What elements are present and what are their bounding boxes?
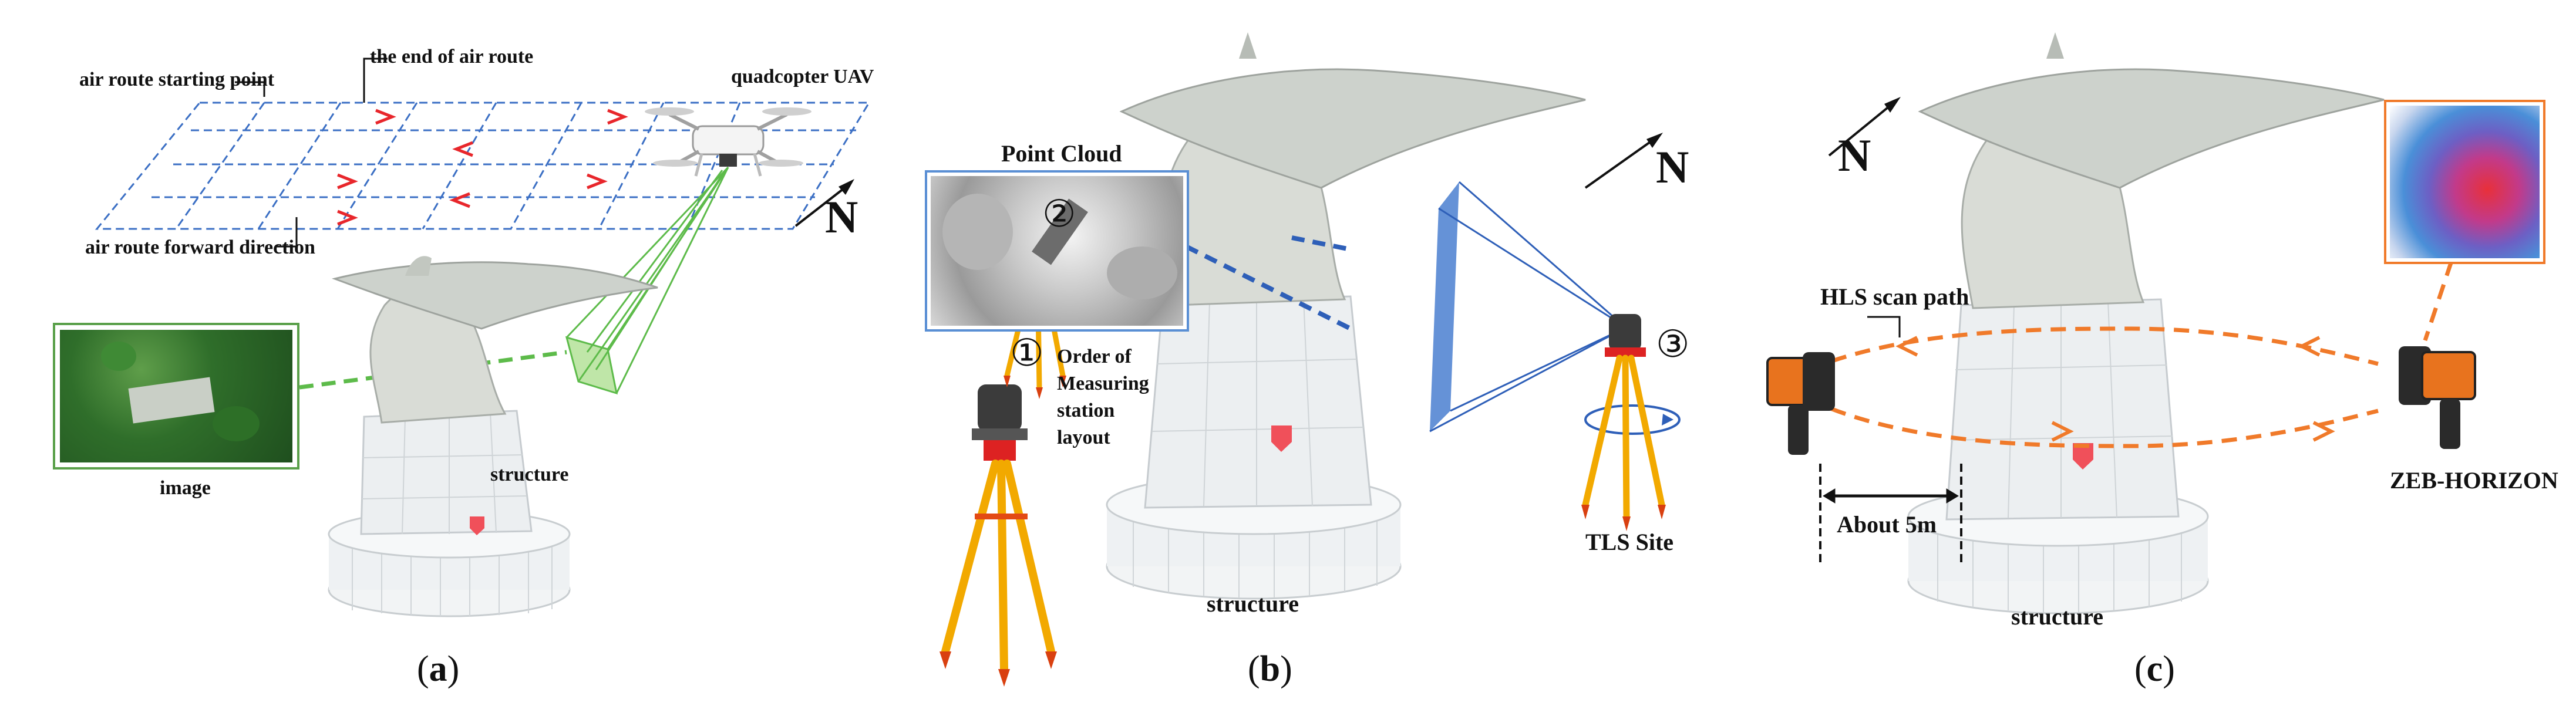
label-end-of-air-route: the end of air route <box>370 46 534 67</box>
label-about-5m: About 5m <box>1837 511 1937 538</box>
aerial-image-inset <box>53 323 299 470</box>
label-air-route-starting-point: air route starting point <box>79 69 275 90</box>
label-north-b: N <box>1656 141 1689 192</box>
label-structure-b: structure <box>1207 590 1299 617</box>
north-arrow-a <box>794 184 850 227</box>
label-zeb-horizon: ZEB-HORIZON <box>2390 467 2558 494</box>
structure-sculpture-c <box>1907 32 2385 614</box>
label-hls-scan-path: HLS scan path <box>1820 283 1969 310</box>
station-2-number: ② <box>1042 192 1076 236</box>
hls-path-arrows <box>1895 336 2335 442</box>
tls-station-3-tripod-icon <box>1581 314 1666 531</box>
leader-lines <box>235 58 388 248</box>
hls-scanner-right-icon <box>2399 346 2476 449</box>
zeb-point-cloud-inset <box>2384 100 2545 264</box>
panel-c-hls-survey: HLS scan path About 5m ZEB-HORIZON struc… <box>1715 0 2576 716</box>
station-1-number: ① <box>1010 332 1044 375</box>
north-arrow-c <box>1828 102 1895 157</box>
panel-a-drawing <box>95 58 871 617</box>
label-tls-site: TLS Site <box>1585 529 1674 555</box>
panel-a-uav-photogrammetry: air route starting point the end of air … <box>0 0 874 716</box>
station-3-number: ③ <box>1656 323 1690 366</box>
label-north-a: N <box>825 191 858 242</box>
label-order-of-measuring-station-layout: Order of Measuring station layout <box>1057 346 1149 448</box>
air-route-grid <box>95 102 871 230</box>
point-cloud-sight-line <box>1291 235 1351 252</box>
tls-scan-plane <box>1429 181 1681 435</box>
hls-scanner-left-icon <box>1766 352 1835 455</box>
distance-indicator <box>1819 464 1962 563</box>
label-quadcopter-uav: quadcopter UAV <box>731 66 874 87</box>
caption-b: (b) <box>1248 649 1292 689</box>
route-direction-arrows <box>337 109 628 226</box>
label-image: image <box>160 477 211 499</box>
structure-sculpture-a <box>328 256 658 617</box>
caption-a: (a) <box>417 649 460 689</box>
north-arrow-b <box>1584 137 1657 189</box>
label-structure-c: structure <box>2011 603 2103 630</box>
label-point-cloud: Point Cloud <box>1001 140 1122 167</box>
panel-b-tls-survey: Point Cloud Order of Measuring station l… <box>857 0 1715 716</box>
panel-c-drawing <box>1766 32 2476 614</box>
label-air-route-forward-direction: air route forward direction <box>85 237 315 258</box>
label-structure-a: structure <box>490 464 569 485</box>
station-sight-line <box>1185 244 1352 331</box>
tls-station-1-tripod-icon <box>940 384 1057 687</box>
label-north-c: N <box>1838 130 1871 181</box>
quadcopter-uav-icon <box>645 107 811 177</box>
uav-camera-view <box>565 166 729 395</box>
hls-label-leader <box>1867 316 1901 337</box>
caption-c: (c) <box>2134 649 2175 689</box>
point-cloud-inset <box>925 170 1189 332</box>
